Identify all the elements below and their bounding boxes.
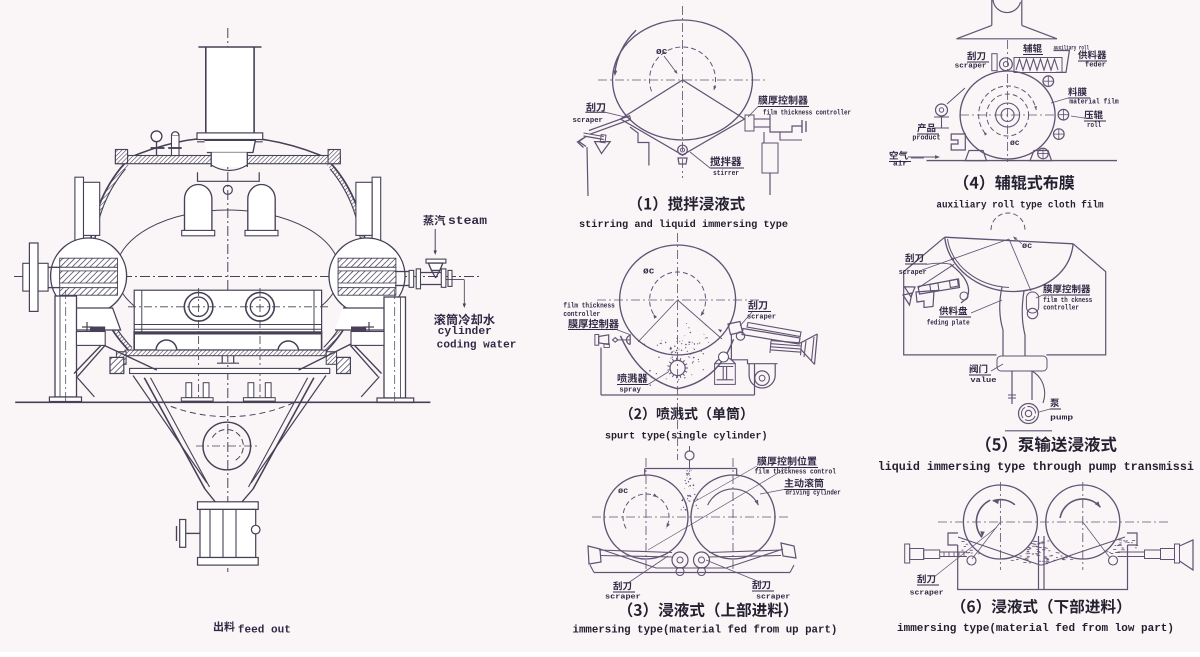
svg-text:stirrer: stirrer — [713, 170, 739, 178]
svg-text:product: product — [912, 135, 940, 143]
svg-text:material film: material film — [1069, 99, 1119, 107]
svg-text:controller: controller — [563, 311, 600, 319]
svg-text:scraper: scraper — [605, 594, 641, 602]
svg-text:øc: øc — [656, 46, 668, 57]
svg-text:cylinder: cylinder — [438, 326, 492, 338]
svg-text:controller: controller — [1043, 305, 1079, 313]
svg-text:øc: øc — [643, 266, 655, 277]
svg-text:pump: pump — [1050, 415, 1074, 423]
svg-text:spray: spray — [619, 387, 641, 395]
svg-text:stirring and liquid immersing: stirring and liquid immersing type — [579, 219, 788, 231]
svg-text:spurt type(single cylinder): spurt type(single cylinder) — [605, 431, 768, 443]
svg-text:immersing type(material fed fr: immersing type(material fed from low par… — [897, 623, 1174, 635]
svg-text:scraper: scraper — [910, 590, 944, 598]
svg-text:feed out: feed out — [238, 625, 291, 637]
svg-text:liquid immersing type through: liquid immersing type through pump trans… — [878, 460, 1194, 474]
svg-text:immersing type(material fed fr: immersing type(material fed from up part… — [573, 625, 838, 637]
svg-text:film thickness control: film thickness control — [755, 469, 837, 477]
svg-text:coding water: coding water — [437, 340, 517, 352]
svg-text:film thickness controller: film thickness controller — [763, 110, 851, 118]
svg-text:driving cylinder: driving cylinder — [786, 490, 841, 498]
svg-text:roll: roll — [1087, 122, 1102, 130]
svg-text:scraper: scraper — [573, 117, 603, 125]
svg-text:scraper: scraper — [899, 269, 927, 277]
svg-text:øc: øc — [1010, 139, 1020, 148]
svg-text:film thickness: film thickness — [563, 303, 614, 311]
svg-text:auxiliary roll: auxiliary roll — [1054, 45, 1090, 52]
svg-text:air: air — [893, 161, 907, 169]
svg-text:feding plate: feding plate — [927, 320, 970, 328]
svg-text:value: value — [970, 377, 997, 385]
svg-text:øc: øc — [1022, 241, 1032, 251]
svg-text:øc: øc — [618, 486, 628, 496]
svg-text:steam: steam — [448, 214, 487, 228]
svg-text:feder: feder — [1085, 62, 1106, 70]
svg-text:scraper: scraper — [955, 63, 987, 71]
svg-text:scraper: scraper — [756, 594, 790, 602]
svg-text:auxiliary roll type cloth film: auxiliary roll type cloth film — [936, 200, 1103, 211]
svg-text:scraper: scraper — [747, 313, 776, 321]
